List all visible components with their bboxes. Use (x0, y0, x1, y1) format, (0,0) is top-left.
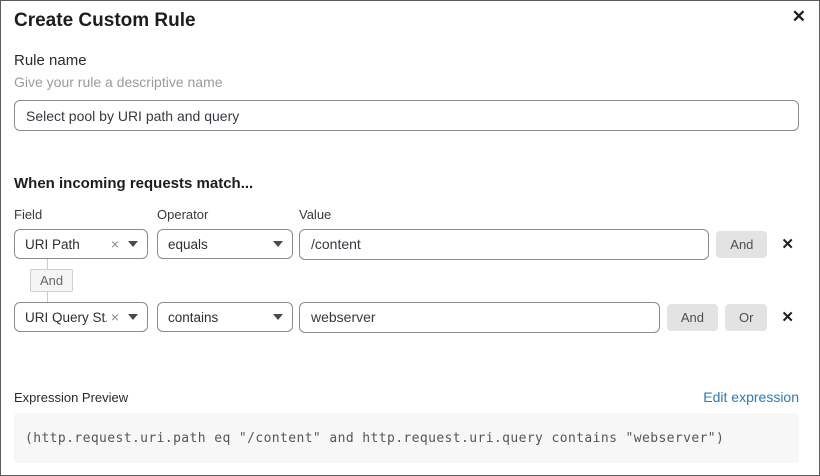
operator-select-value: contains (168, 309, 219, 325)
connector-line (47, 292, 48, 302)
field-select-value: URI Path (25, 236, 80, 252)
dialog-title: Create Custom Rule (14, 10, 196, 31)
close-icon[interactable]: ✕ (791, 7, 806, 26)
match-heading: When incoming requests match... (14, 175, 254, 192)
edit-expression-link[interactable]: Edit expression (703, 389, 799, 405)
connector-chip-wrap: And (14, 269, 799, 292)
chevron-down-icon (273, 241, 283, 247)
operator-column-label: Operator (157, 207, 209, 222)
value-column-label: Value (299, 207, 332, 222)
add-and-button[interactable]: And (716, 230, 768, 258)
expression-preview-header: Expression Preview Edit expression (14, 389, 799, 405)
field-select-value: URI Query St... (25, 309, 107, 325)
field-column-label: Field (14, 207, 43, 222)
condition-row-1: URI Path × equals And ✕ (14, 228, 799, 260)
field-select[interactable]: URI Query St... × (14, 302, 148, 332)
remove-condition-icon[interactable]: ✕ (781, 308, 794, 326)
clear-field-icon[interactable]: × (110, 309, 119, 325)
remove-condition-icon[interactable]: ✕ (781, 235, 794, 253)
field-select[interactable]: URI Path × (14, 229, 148, 259)
rule-name-input[interactable] (14, 100, 799, 131)
add-or-button[interactable]: Or (724, 303, 768, 331)
clear-field-icon[interactable]: × (110, 236, 119, 252)
chevron-down-icon (128, 241, 138, 247)
expression-preview-label: Expression Preview (14, 390, 129, 405)
value-input[interactable] (299, 228, 710, 260)
chevron-down-icon (128, 314, 138, 320)
rule-name-label: Rule name (14, 52, 87, 69)
condition-row-2: URI Query St... × contains And Or ✕ (14, 301, 799, 333)
operator-select[interactable]: equals (157, 229, 293, 259)
connector-line (47, 259, 48, 269)
operator-select[interactable]: contains (157, 302, 293, 332)
add-and-button[interactable]: And (666, 303, 718, 331)
chevron-down-icon (273, 314, 283, 320)
and-connector-chip: And (30, 269, 74, 292)
operator-select-value: equals (168, 236, 208, 252)
rule-name-helper: Give your rule a descriptive name (14, 74, 223, 90)
expression-code: (http.request.uri.path eq "/content" and… (14, 413, 799, 463)
value-input[interactable] (299, 301, 660, 333)
condition-column-labels: Field Operator Value (14, 208, 799, 221)
